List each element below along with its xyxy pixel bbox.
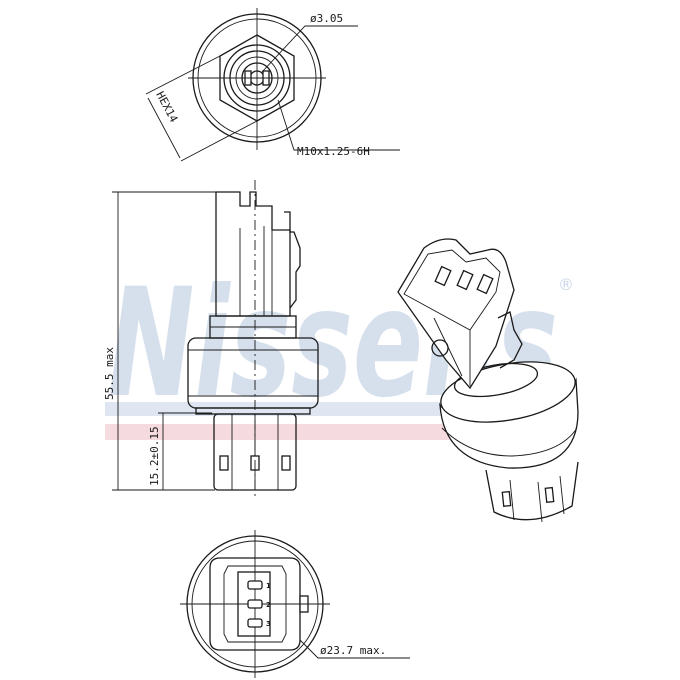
- bottom-pin-label-3: 3: [266, 620, 271, 628]
- bottom-connector-inner: [223, 565, 287, 643]
- top-diameter-label: ø3.05: [310, 12, 343, 25]
- iso-hex-band: [441, 427, 578, 457]
- bottom-pin-2: [247, 599, 263, 609]
- side-thread-slot-1: [219, 455, 229, 471]
- iso-connector-pin-3: [476, 273, 494, 295]
- top-diameter-leader: [261, 25, 358, 73]
- hex-dim-line: [147, 97, 181, 159]
- hex-label: HEX14: [153, 89, 180, 125]
- iso-connector-pin-2: [456, 269, 474, 291]
- top-view: ø3.05 M10x1.25-6H HEX14: [145, 8, 400, 162]
- iso-thread-line-1: [509, 479, 515, 521]
- side-thread-slot-3: [281, 455, 291, 471]
- bottom-view: 1 2 3 ø23.7 max.: [180, 530, 410, 678]
- thread-label: M10x1.25-6H: [297, 145, 370, 158]
- side-view: 55.5 max 15.2±0.15: [103, 180, 319, 500]
- height-label: 55.5 max: [103, 347, 116, 400]
- hex-ext-top: [145, 55, 221, 95]
- side-latch: [284, 211, 301, 309]
- bottom-pin-3: [247, 618, 263, 628]
- bottom-connector-shell: [209, 557, 301, 651]
- iso-collar: [453, 362, 539, 398]
- bottom-diameter-leader: [299, 639, 410, 659]
- iso-thread-stem: [485, 461, 579, 521]
- bottom-pin-1: [247, 580, 263, 590]
- iso-thread-line-2: [537, 481, 543, 523]
- connector-height-label: 15.2±0.15: [148, 426, 161, 486]
- watermark-registered-mark: ®: [558, 275, 574, 294]
- bottom-pin-label-2: 2: [266, 601, 271, 609]
- iso-thread-line-3: [559, 475, 565, 515]
- iso-latch: [497, 311, 523, 369]
- isometric-view: [397, 238, 579, 523]
- iso-connector-pin-1: [434, 265, 452, 287]
- iso-thread-slot-2: [544, 486, 555, 503]
- hex-ext-bottom: [180, 120, 258, 162]
- iso-connector-face: [403, 249, 501, 331]
- iso-thread-slot-1: [501, 490, 512, 507]
- thread-leader: [277, 99, 400, 151]
- bottom-pin-label-1: 1: [266, 582, 271, 590]
- iso-housing-hole: [431, 339, 449, 357]
- bottom-diameter-label: ø23.7 max.: [320, 644, 386, 657]
